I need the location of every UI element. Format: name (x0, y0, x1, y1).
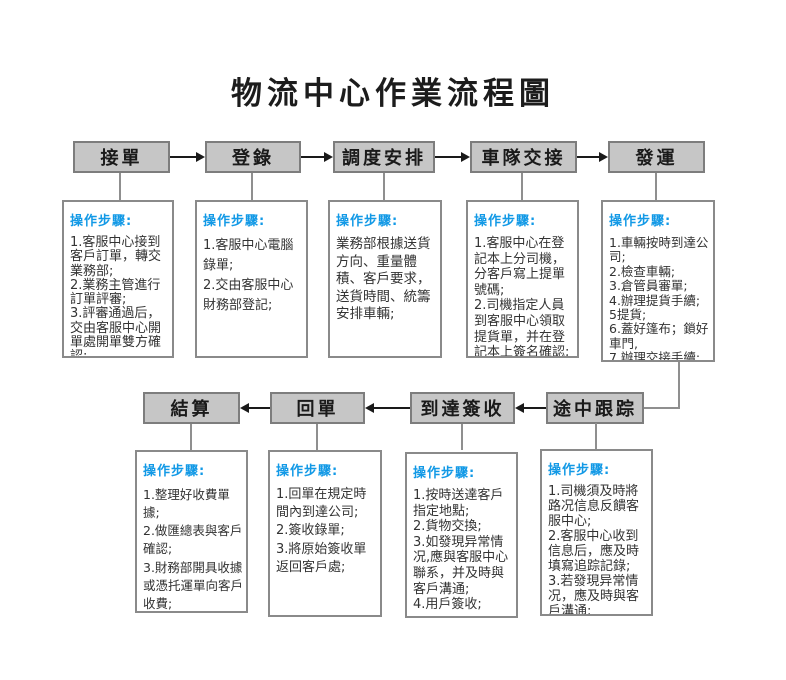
step-text: 2.貨物交換; (413, 519, 482, 535)
detail-box-in-transit-tracking: 操作步驟: 1.司機須及時將路况信息反饋客服中心; 2.客服中心收到信息后，應及… (540, 449, 653, 616)
step-text: 2.做匯總表與客戶確認; (143, 523, 243, 557)
arrow-right-icon (461, 152, 470, 162)
arrow-right-icon (324, 152, 333, 162)
steps-header: 操作步驟: (203, 214, 266, 229)
steps-header: 操作步驟: (276, 464, 339, 479)
connector-line (316, 424, 318, 450)
flow-arrow-line (577, 156, 599, 158)
connector-line (655, 173, 657, 200)
flow-arrow-line (301, 156, 324, 158)
arrow-right-icon (599, 152, 608, 162)
arrow-right-icon (196, 152, 205, 162)
step-text: 7.辦理交接手續; (609, 350, 701, 362)
step-text: 1.司機須及時將路况信息反饋客服中心; (548, 484, 640, 529)
flow-arrow-line (170, 156, 196, 158)
flow-box-arrival-sign: 到達簽收 (410, 392, 515, 424)
connector-line (251, 173, 253, 200)
flow-arrow-line (524, 407, 546, 409)
connector-line (644, 407, 680, 409)
step-text: 2.簽收錄單; (276, 523, 345, 539)
step-text: 2.客服中心收到信息后，應及時填寫追踪記錄; (548, 528, 640, 574)
detail-box-dispatch: 操作步驟: 業務部根據送貨方向、重量體積、客戶要求，送貨時間、統籌安排車輛; (328, 200, 442, 358)
detail-box-register: 操作步驟: 1.客服中心電腦錄單; 2.交由客服中心財務部登記; (195, 200, 308, 358)
detail-box-receive-order: 操作步驟: 1.客服中心接到客戶訂單，轉交業務部; 2.業務主管進行訂單評審; … (62, 200, 174, 358)
step-text: 1.回單在規定時間內到達公司; (276, 487, 367, 521)
step-text: 1.車輛按時到達公司; (609, 235, 709, 265)
step-text: 業務部根據送貨方向、重量體積、客戶要求，送貨時間、統籌安排車輛; (336, 236, 431, 323)
step-text: 2.交由客服中心財務部登記; (203, 278, 294, 314)
step-text: 1.客服中心接到客戶訂單，轉交業務部; (70, 235, 162, 279)
steps-header: 操作步驟: (474, 214, 537, 229)
step-text: 6.蓋好篷布；鎖好車門, (609, 321, 709, 351)
steps-header: 操作步驟: (143, 464, 206, 479)
detail-box-fleet-handover: 操作步驟: 1.客服中心在登記本上分司機，分客戶寫上提單號碼; 2.司機指定人員… (466, 200, 579, 358)
step-text: 1.按時送達客戶指定地點; (413, 488, 504, 519)
step-text: 5提貨; (609, 306, 647, 322)
steps-header: 操作步驟: (413, 466, 476, 481)
flow-box-return-receipt: 回單 (270, 392, 365, 424)
steps-header: 操作步驟: (70, 214, 133, 229)
steps-header: 操作步驟: (548, 463, 611, 478)
flow-box-shipment: 發運 (608, 141, 705, 173)
flow-arrow-line (435, 156, 461, 158)
connector-line (595, 423, 597, 449)
connector-line (521, 173, 523, 200)
step-text: 3.倉管員審單; (609, 278, 688, 294)
step-text: 1.客服中心電腦錄單; (203, 238, 294, 274)
step-text: 3.如發現异常情况,應與客服中心聯系，并及時與客戶溝通; (413, 534, 509, 597)
flow-box-in-transit-tracking: 途中跟踪 (546, 392, 644, 424)
steps-header: 操作步驟: (609, 214, 672, 229)
detail-box-settlement: 操作步驟: 1.整理好收費單據; 2.做匯總表與客戶確認; 3.財務部開具收據或… (135, 450, 248, 613)
arrow-left-icon (365, 403, 374, 413)
step-text: 1.整理好收費單據; (143, 487, 230, 521)
step-text: 3.財務部開具收據或憑托運單向客戶收費; (143, 559, 244, 611)
flow-arrow-line (374, 407, 410, 409)
connector-line (119, 173, 121, 200)
step-text: 4.用戶簽收; (413, 597, 482, 613)
connector-line (678, 362, 680, 409)
connector-line (461, 424, 463, 450)
step-text: 1.客服中心在登記本上分司機，分客戶寫上提單號碼; (474, 236, 566, 298)
arrow-left-icon (515, 403, 524, 413)
detail-box-shipment: 操作步驟: 1.車輛按時到達公司; 2.檢查車輛; 3.倉管員審單; 4.辦理提… (601, 200, 715, 362)
step-text: 2.司機指定人員到客服中心領取提貨單，并在登記本上簽名確認; (474, 298, 570, 358)
flow-box-dispatch: 調度安排 (333, 141, 435, 173)
step-text: 3.評審通過后，交由客服中心開單處開單雙方確認; (70, 306, 162, 358)
page-title: 物流中心作業流程圖 (231, 76, 555, 112)
detail-box-return-receipt: 操作步驟: 1.回單在規定時間內到達公司; 2.簽收錄單; 3.將原始簽收單返回… (268, 450, 382, 617)
step-text: 2.檢查車輛; (609, 263, 676, 279)
flow-box-register: 登錄 (205, 141, 301, 173)
connector-line (190, 424, 192, 450)
step-text: 3.若發現异常情况，應及時與客戶溝通; (548, 573, 640, 616)
flow-box-receive-order: 接單 (73, 141, 170, 173)
steps-header: 操作步驟: (336, 214, 399, 229)
step-text: 4.辦理提貨手續; (609, 292, 701, 308)
step-text: 2.業務主管進行訂單評審; (70, 277, 161, 308)
arrow-left-icon (240, 403, 249, 413)
flow-arrow-line (249, 407, 270, 409)
detail-box-arrival-sign: 操作步驟: 1.按時送達客戶指定地點; 2.貨物交換; 3.如發現异常情况,應與… (405, 452, 518, 618)
flow-box-settlement: 結算 (143, 392, 240, 424)
step-text: 3.將原始簽收單返回客戶處; (276, 541, 367, 575)
connector-line (383, 173, 385, 200)
flow-box-fleet-handover: 車隊交接 (470, 141, 577, 173)
